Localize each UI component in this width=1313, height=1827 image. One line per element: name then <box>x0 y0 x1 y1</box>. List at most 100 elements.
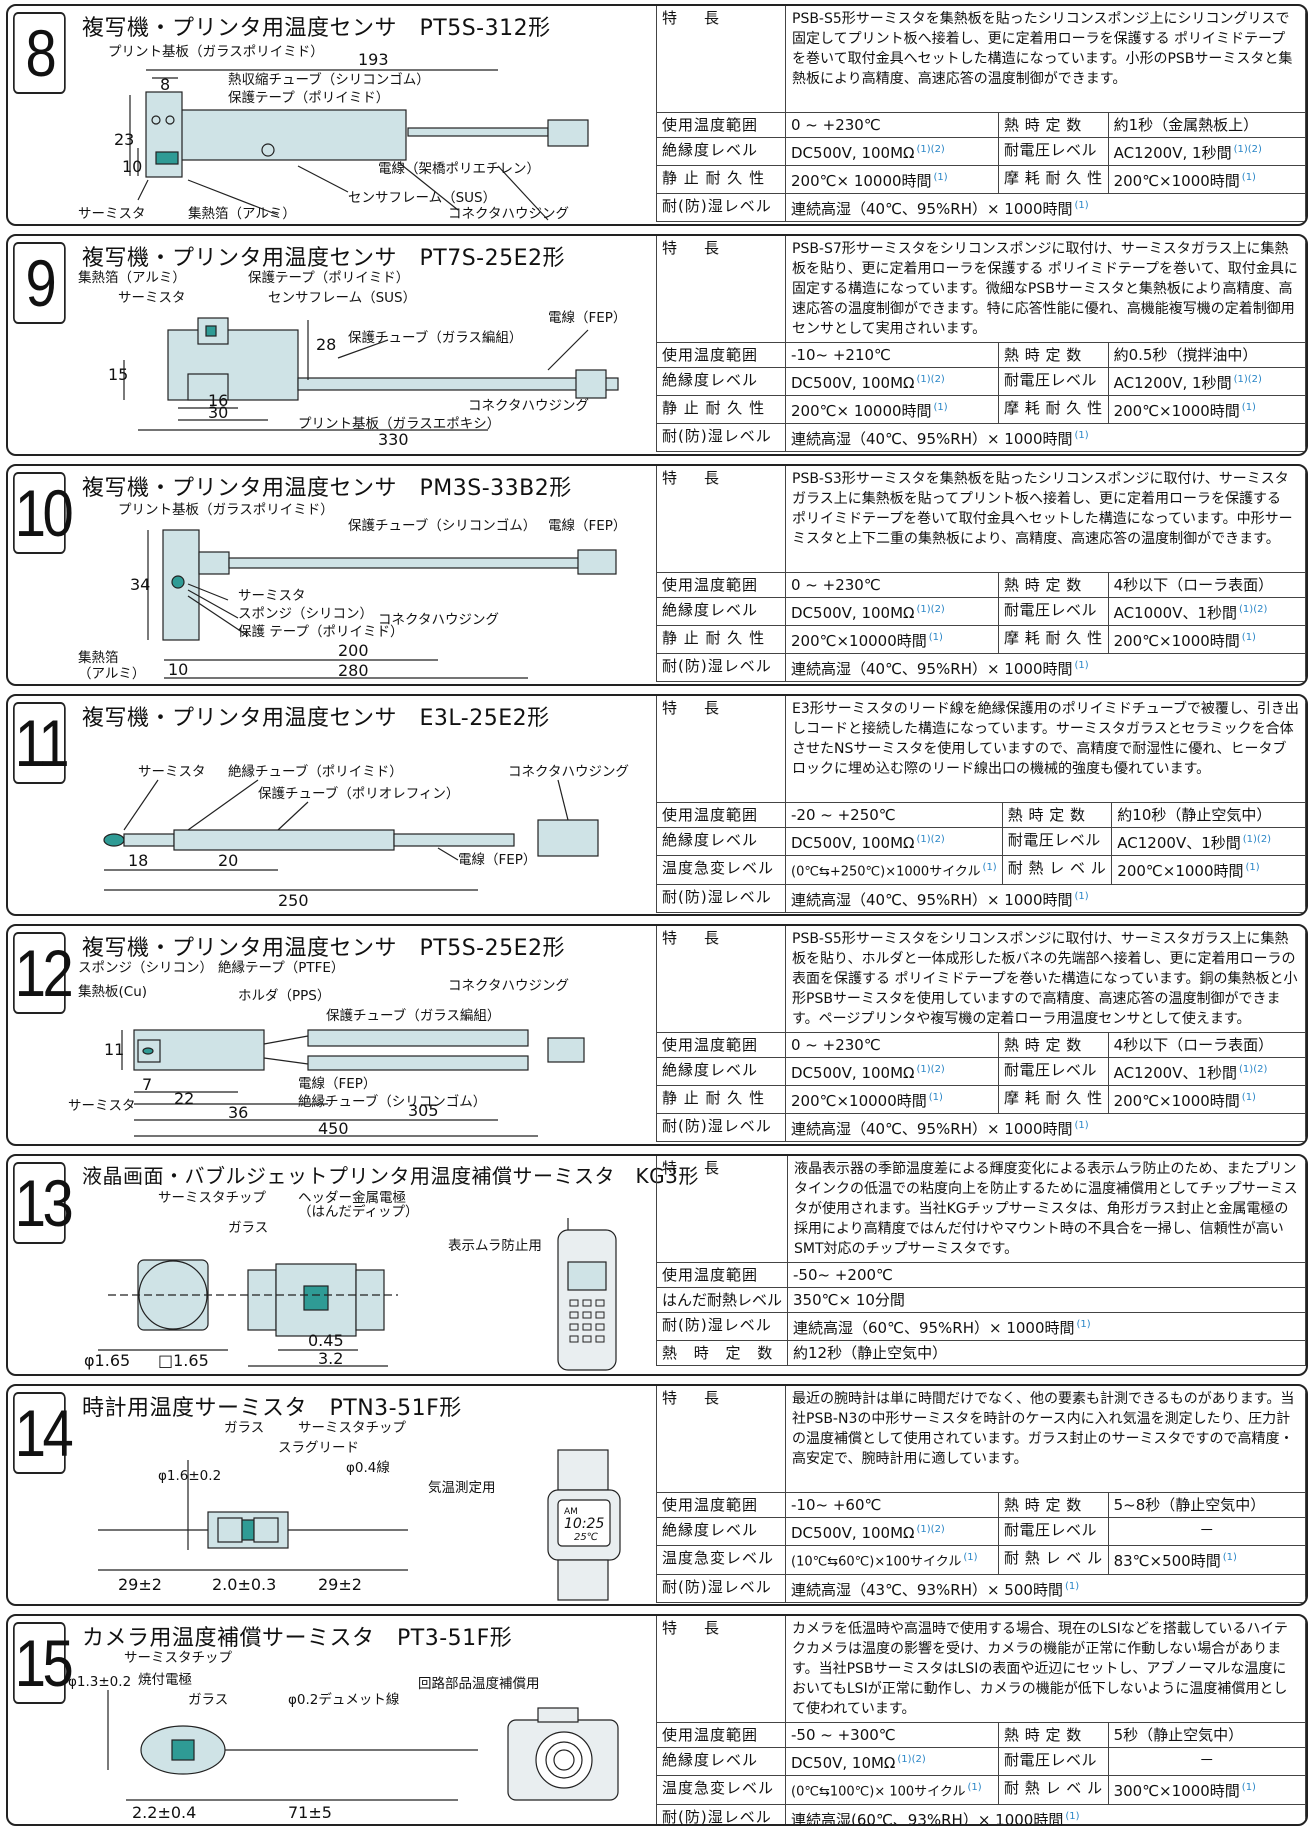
spec-value: -10~ +60℃ <box>785 1492 999 1518</box>
spec-label: 静 止 耐 久 性 <box>656 625 786 654</box>
spec-value: 200℃× 10000時間(1) <box>785 395 999 424</box>
sensor-diagram: スポンジ（シリコン） 絶縁テープ（PTFE） 集熱板(Cu) ホルダ（PPS） … <box>68 960 638 1144</box>
sensor-diagram: プリント基板（ガラスポリイミド） 保護チューブ（シリコンゴム） 電線（FEP） … <box>78 500 638 684</box>
label-connector: コネクタハウジング <box>448 978 569 994</box>
sensor-diagram: プリント基板（ガラスポリイミド） 熱収縮チューブ（シリコンゴム） 保護テープ（ポ… <box>78 40 638 224</box>
entry-number: 14 <box>13 1392 74 1474</box>
spec-value: DC50V, 10MΩ(1)(2) <box>785 1747 999 1776</box>
spec-row: 使用温度範囲-50~ +200℃ <box>655 1262 1306 1288</box>
spec-value: 連続高湿（40℃、95%RH）× 1000時間(1) <box>785 1113 1306 1142</box>
dim-width-16: 16 <box>208 391 228 410</box>
spec-value-text: AC1200V、1秒間 <box>1113 1064 1238 1082</box>
footnote: (1)(2) <box>1239 604 1268 615</box>
spec-label: 温度急変レベル <box>656 1774 786 1806</box>
label-thermistor: サーミスタ <box>68 1098 136 1114</box>
label-protect-tube: 保護チューブ（シリコンゴム） <box>348 517 536 534</box>
spec-value: DC500V, 100MΩ(1)(2) <box>785 1517 999 1546</box>
label-heat-foil: 集熱箔（アルミ） <box>78 270 186 286</box>
label-insulate-tape: 絶縁テープ（PTFE） <box>218 960 344 976</box>
label-protect-tape: 保護テープ（ポリイミド） <box>248 270 409 286</box>
dim-0-45: 0.45 <box>308 1331 344 1350</box>
watch-time: 10:25 <box>564 1516 604 1532</box>
feature-text: PSB-S3形サーミスタを集熱板を貼ったシリコンスポンジに取付け、サーミスタガラ… <box>785 466 1306 573</box>
dim-diameter: φ1.65 <box>84 1351 130 1370</box>
spec-value: DC500V, 100MΩ(1)(2) <box>785 367 999 396</box>
diagram-svg: 集熱箔（アルミ） サーミスタ 保護テープ（ポリイミド） センサフレーム（SUS）… <box>78 270 626 449</box>
footnote: (1) <box>1074 1120 1089 1131</box>
spec-label: 使用温度範囲 <box>656 802 786 828</box>
spec-label: 耐 熱 レ ベ ル <box>998 1774 1109 1806</box>
label-wire: 電線（架橋ポリエチレン） <box>378 161 540 177</box>
dim-length: 193 <box>358 50 389 69</box>
product-entry-15: 15 カメラ用温度補償サーミスタ PT3-51F形 サーミスタチップ <box>6 1614 1308 1826</box>
label-glass: ガラス <box>224 1420 264 1436</box>
spec-label: 使用温度範囲 <box>656 112 786 138</box>
spec-value: 200℃×10000時間(1) <box>785 1085 999 1114</box>
spec-label: 摩 耗 耐 久 性 <box>998 1085 1109 1114</box>
feature-label: 特 長 <box>656 236 786 343</box>
spec-value: 0 ~ +230℃ <box>785 1032 999 1058</box>
footnote: (1)(2) <box>916 374 945 385</box>
spec-label: 熱 時 定 数 <box>655 1340 789 1366</box>
spec-table: 特 長最近の腕時計は単に時間だけでなく、他の要素も計測できるものがあります。当社… <box>656 1386 1306 1604</box>
product-entry-11: 11 複写機・プリンタ用温度センサ E3L-25E2形 サーミスタ <box>6 694 1308 916</box>
spec-value: AC1000V、1秒間(1)(2) <box>1107 597 1306 626</box>
footnote: (1) <box>928 1092 943 1103</box>
product-entry-14: 14 時計用温度サーミスタ PTN3-51F形 ガラ <box>6 1384 1308 1606</box>
spec-value-text: AC1200V, 1秒間 <box>1113 144 1232 162</box>
label-sponge: スポンジ（シリコン） <box>238 606 373 622</box>
spec-label: 温度急変レベル <box>656 1544 786 1576</box>
label-thermistor: サーミスタ <box>118 290 186 306</box>
spec-value: 4秒以下（ローラ表面） <box>1107 572 1306 598</box>
spec-label: はんだ耐熱レベル <box>655 1287 789 1313</box>
entry-number: 13 <box>13 1162 74 1244</box>
spec-label: 耐 熱 レ ベ ル <box>1001 854 1113 886</box>
footnote: (1) <box>933 402 948 413</box>
spec-value: － <box>1107 1517 1306 1546</box>
feature-text: PSB-S5形サーミスタを集熱板を貼ったシリコンスポンジ上にシリコングリスで固定… <box>785 6 1306 113</box>
spec-value: AC1200V, 1秒間(1)(2) <box>1107 137 1306 166</box>
spec-value: 200℃×1000時間(1) <box>1107 1085 1306 1114</box>
spec-label: 耐電圧レベル <box>998 1517 1109 1546</box>
entry-number: 15 <box>13 1622 74 1704</box>
feature-label: 特 長 <box>656 1616 786 1723</box>
spec-label: 静 止 耐 久 性 <box>656 165 786 194</box>
label-wire: 電線（FEP） <box>458 852 536 868</box>
footnote: (1) <box>963 1552 978 1563</box>
product-entry-9: 9 複写機・プリンタ用温度センサ PT7S-25E2形 <box>6 234 1308 456</box>
spec-label: 静 止 耐 久 性 <box>656 395 786 424</box>
footnote: (1) <box>1065 1811 1080 1823</box>
product-entry-8: 8 複写機・プリンタ用温度センサ PT5S-312形 <box>6 4 1308 226</box>
label-thermistor: サーミスタ <box>138 764 206 780</box>
spec-value: AC1200V, 1秒間(1)(2) <box>1107 367 1306 396</box>
spec-value-text: 連続高湿（43℃、93%RH）× 500時間 <box>791 1581 1063 1600</box>
dim-body: 2.2±0.4 <box>132 1803 196 1822</box>
entry-title: 複写機・プリンタ用温度センサ PT5S-312形 <box>82 16 551 41</box>
footnote: (1)(2) <box>1239 1064 1268 1075</box>
label-connector: コネクタハウジング <box>378 612 499 628</box>
dim-450: 450 <box>318 1119 349 1138</box>
spec-label: 摩 耗 耐 久 性 <box>998 165 1109 194</box>
dim-22: 22 <box>174 1089 194 1108</box>
spec-row: 耐(防)湿レベル連続高湿(60℃、93%RH）× 1000時間(1) <box>656 1804 1306 1824</box>
label-insulate-tube: 絶縁チューブ（シリコンゴム） <box>298 1093 486 1110</box>
dim-height: 34 <box>130 575 150 594</box>
spec-label: 使用温度範囲 <box>656 342 786 368</box>
spec-value-text: DC500V, 100MΩ <box>791 1064 915 1082</box>
spec-label: 絶縁度レベル <box>656 367 786 396</box>
spec-label: 使用温度範囲 <box>656 572 786 598</box>
feature-text: E3形サーミスタのリード線を絶縁保護用のポリイミドチューブで被覆し、引き出しコー… <box>785 696 1306 803</box>
spec-value: 4秒以下（ローラ表面） <box>1107 1032 1306 1058</box>
spec-value-text: 200℃×10000時間 <box>791 632 927 650</box>
